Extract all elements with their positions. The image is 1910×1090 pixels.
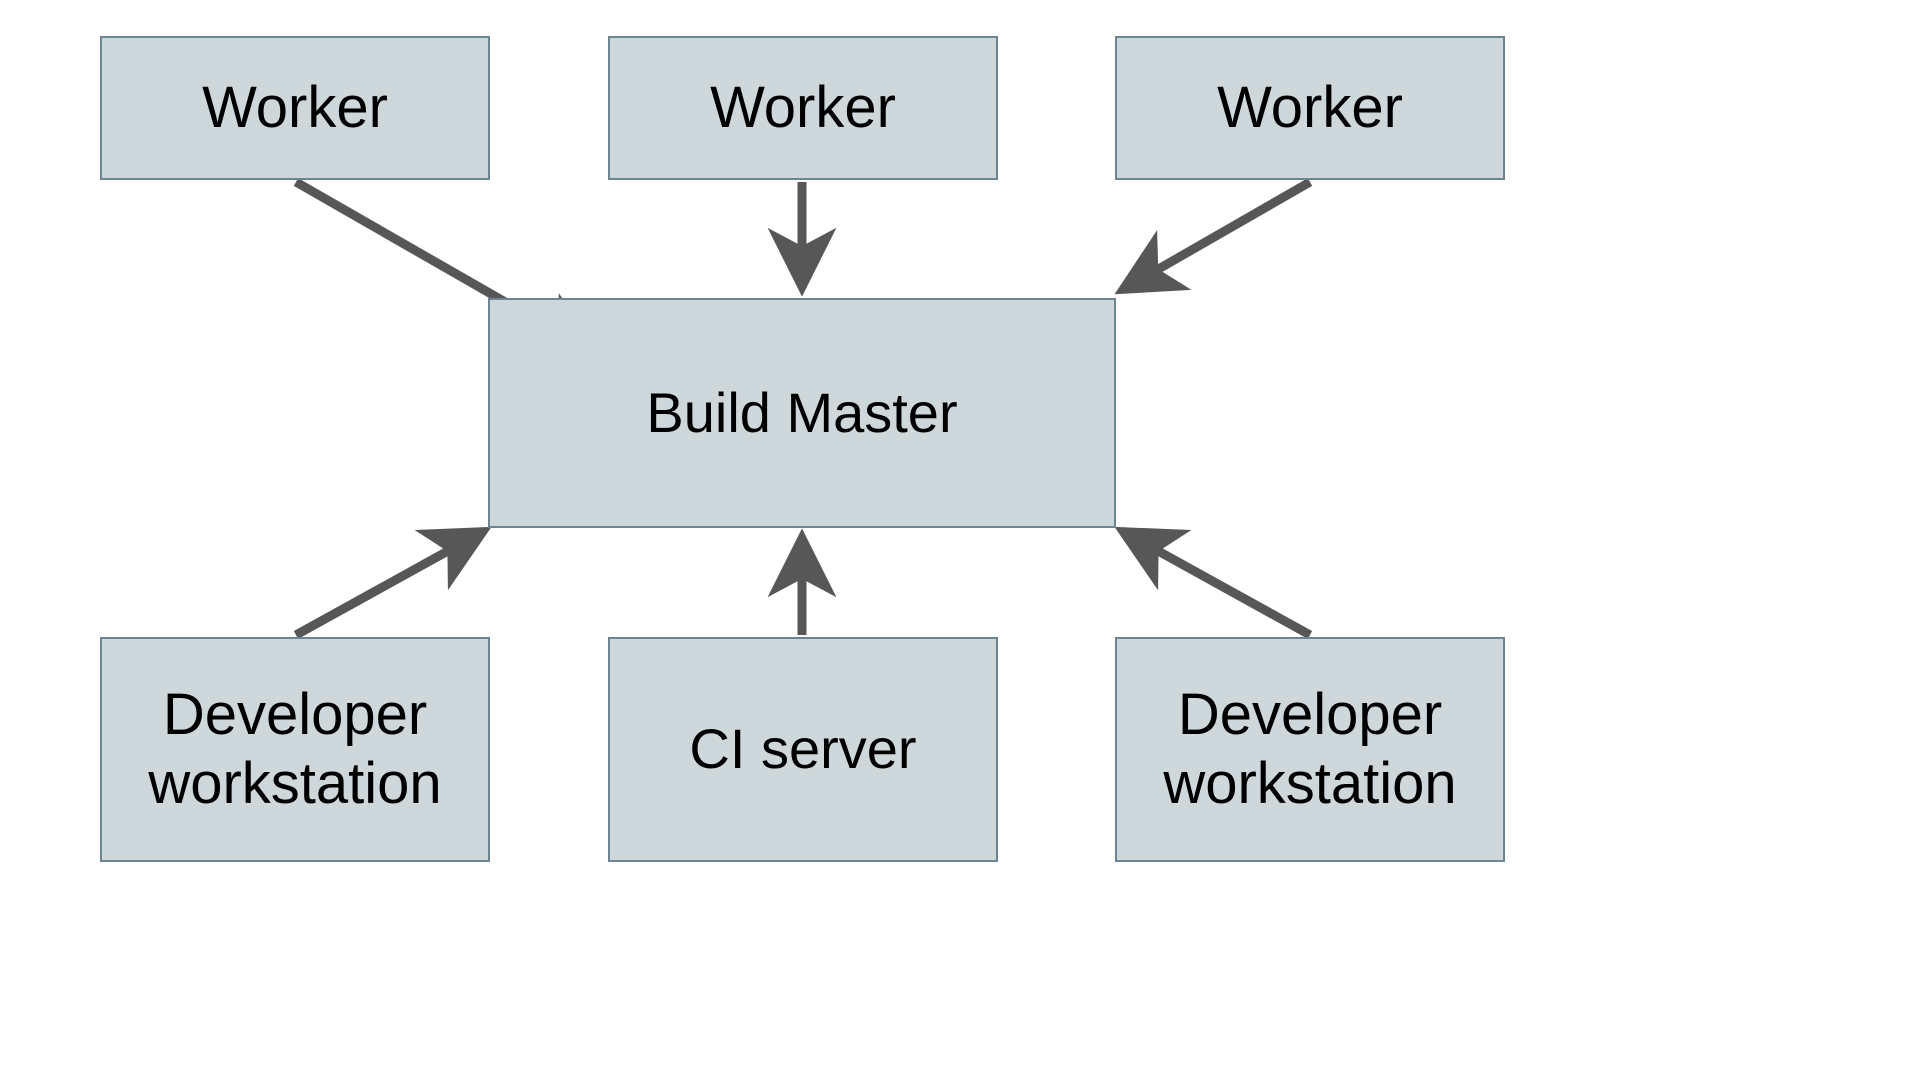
node-build-master[interactable]: Build Master xyxy=(488,298,1116,528)
node-ci-server[interactable]: CI server xyxy=(608,637,998,862)
node-worker-1-label: Worker xyxy=(202,74,388,140)
node-worker-1[interactable]: Worker xyxy=(100,36,490,180)
edge-worker-3-to-build-master xyxy=(1114,178,1313,295)
node-developer-workstation-2[interactable]: Developer workstation xyxy=(1115,637,1505,862)
edge-dev-ws-2-to-build-master xyxy=(1114,526,1313,639)
node-worker-3[interactable]: Worker xyxy=(1115,36,1505,180)
node-worker-2-label: Worker xyxy=(710,74,896,140)
node-worker-3-label: Worker xyxy=(1217,74,1403,140)
node-developer-workstation-1-label: Developer workstation xyxy=(148,682,442,816)
node-developer-workstation-2-label: Developer workstation xyxy=(1163,682,1457,816)
edge-dev-ws-1-to-build-master xyxy=(293,526,492,639)
node-worker-2[interactable]: Worker xyxy=(608,36,998,180)
node-ci-server-label: CI server xyxy=(689,717,917,781)
node-developer-workstation-1[interactable]: Developer workstation xyxy=(100,637,490,862)
node-build-master-label: Build Master xyxy=(646,380,958,444)
